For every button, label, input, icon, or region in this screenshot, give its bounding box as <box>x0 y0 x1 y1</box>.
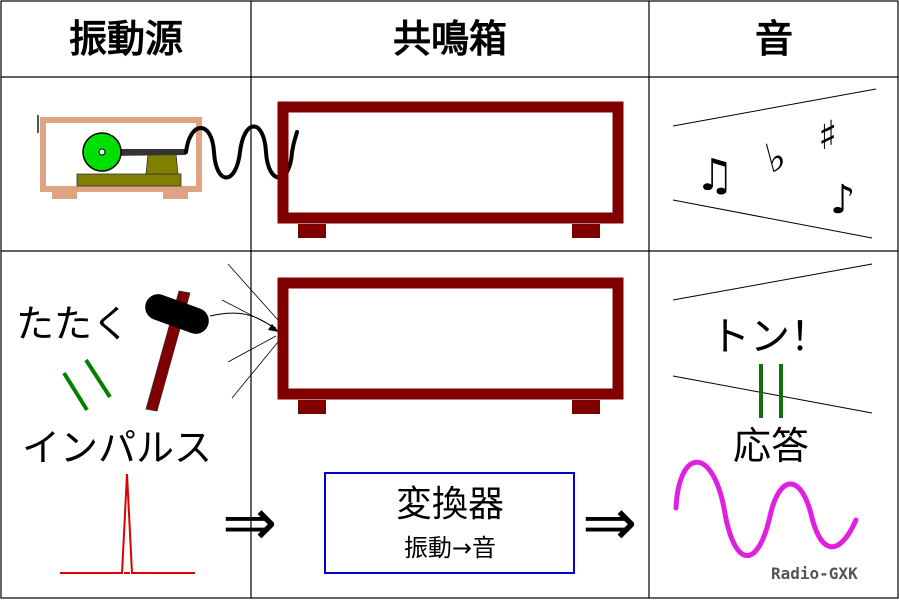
response-panel: トン！ 応答 Radio-GXK <box>672 263 873 583</box>
header-sound: 音 <box>755 17 793 61</box>
response-label: 応答 <box>733 424 809 468</box>
impulse-label: インパルス <box>22 426 212 470</box>
resonator-foot-right <box>572 224 600 238</box>
single-note-icon: ♪ <box>830 177 856 223</box>
shock-lines <box>221 263 279 399</box>
resonator-box-bottom <box>221 263 624 414</box>
impact-curve <box>209 312 278 331</box>
device-frame-bottom <box>40 186 202 192</box>
shock-line-1 <box>227 263 279 321</box>
watermark: Radio-GXK <box>771 564 858 583</box>
device-frame-top <box>40 117 202 123</box>
impact-arrowhead-icon <box>268 324 279 332</box>
resonator-frame-2 <box>277 277 624 400</box>
device-foot-left <box>52 192 77 199</box>
response-cone-bottom <box>672 375 873 414</box>
reel-hub-icon <box>98 148 106 156</box>
sound-notes-panel: ♫ ♭ ♯ ♪ <box>672 88 877 239</box>
device-frame-left <box>40 117 46 192</box>
resonator-frame <box>277 101 624 224</box>
header-resonator: 共鳴箱 <box>393 17 507 61</box>
motion-line-1 <box>62 371 89 412</box>
converter-subtitle: 振動→音 <box>404 534 496 562</box>
device-foot-right <box>163 192 188 199</box>
device-frame-right <box>196 117 202 192</box>
vibration-motor-device <box>37 115 299 199</box>
tataku-label: たたく <box>16 302 130 346</box>
converter-border <box>324 472 575 574</box>
resonator-foot-left-2 <box>298 400 326 414</box>
motor-arm-mount <box>145 153 179 175</box>
shock-line-4 <box>231 341 279 399</box>
converter-box: 変換器 振動→音 <box>324 472 575 574</box>
motion-line-2 <box>84 358 112 399</box>
flat-icon: ♭ <box>761 133 791 182</box>
motor-arm <box>104 149 186 156</box>
double-note-icon: ♫ <box>695 150 734 201</box>
converter-title: 変換器 <box>396 484 504 525</box>
hammer-head-icon <box>145 294 209 334</box>
sharp-icon: ♯ <box>818 113 837 159</box>
motor-base <box>76 173 182 187</box>
header-source: 振動源 <box>69 17 183 61</box>
resonator-box-top <box>277 101 624 238</box>
response-wave <box>673 459 859 558</box>
sound-cone-top <box>672 88 877 127</box>
shock-line-2 <box>221 299 277 329</box>
double-arrow-left: ⇒ <box>222 484 277 561</box>
vibration-wave <box>184 124 299 180</box>
double-arrow-right: ⇒ <box>582 484 637 561</box>
impact-source: たたく インパルス <box>16 290 279 574</box>
shock-line-3 <box>227 335 277 363</box>
response-cone-top <box>672 263 873 301</box>
resonator-foot-right-2 <box>572 400 600 414</box>
sound-cone-bottom <box>672 199 873 239</box>
impulse-graph <box>60 473 195 574</box>
ton-label: トン！ <box>710 314 830 360</box>
resonator-foot-left <box>298 224 326 238</box>
